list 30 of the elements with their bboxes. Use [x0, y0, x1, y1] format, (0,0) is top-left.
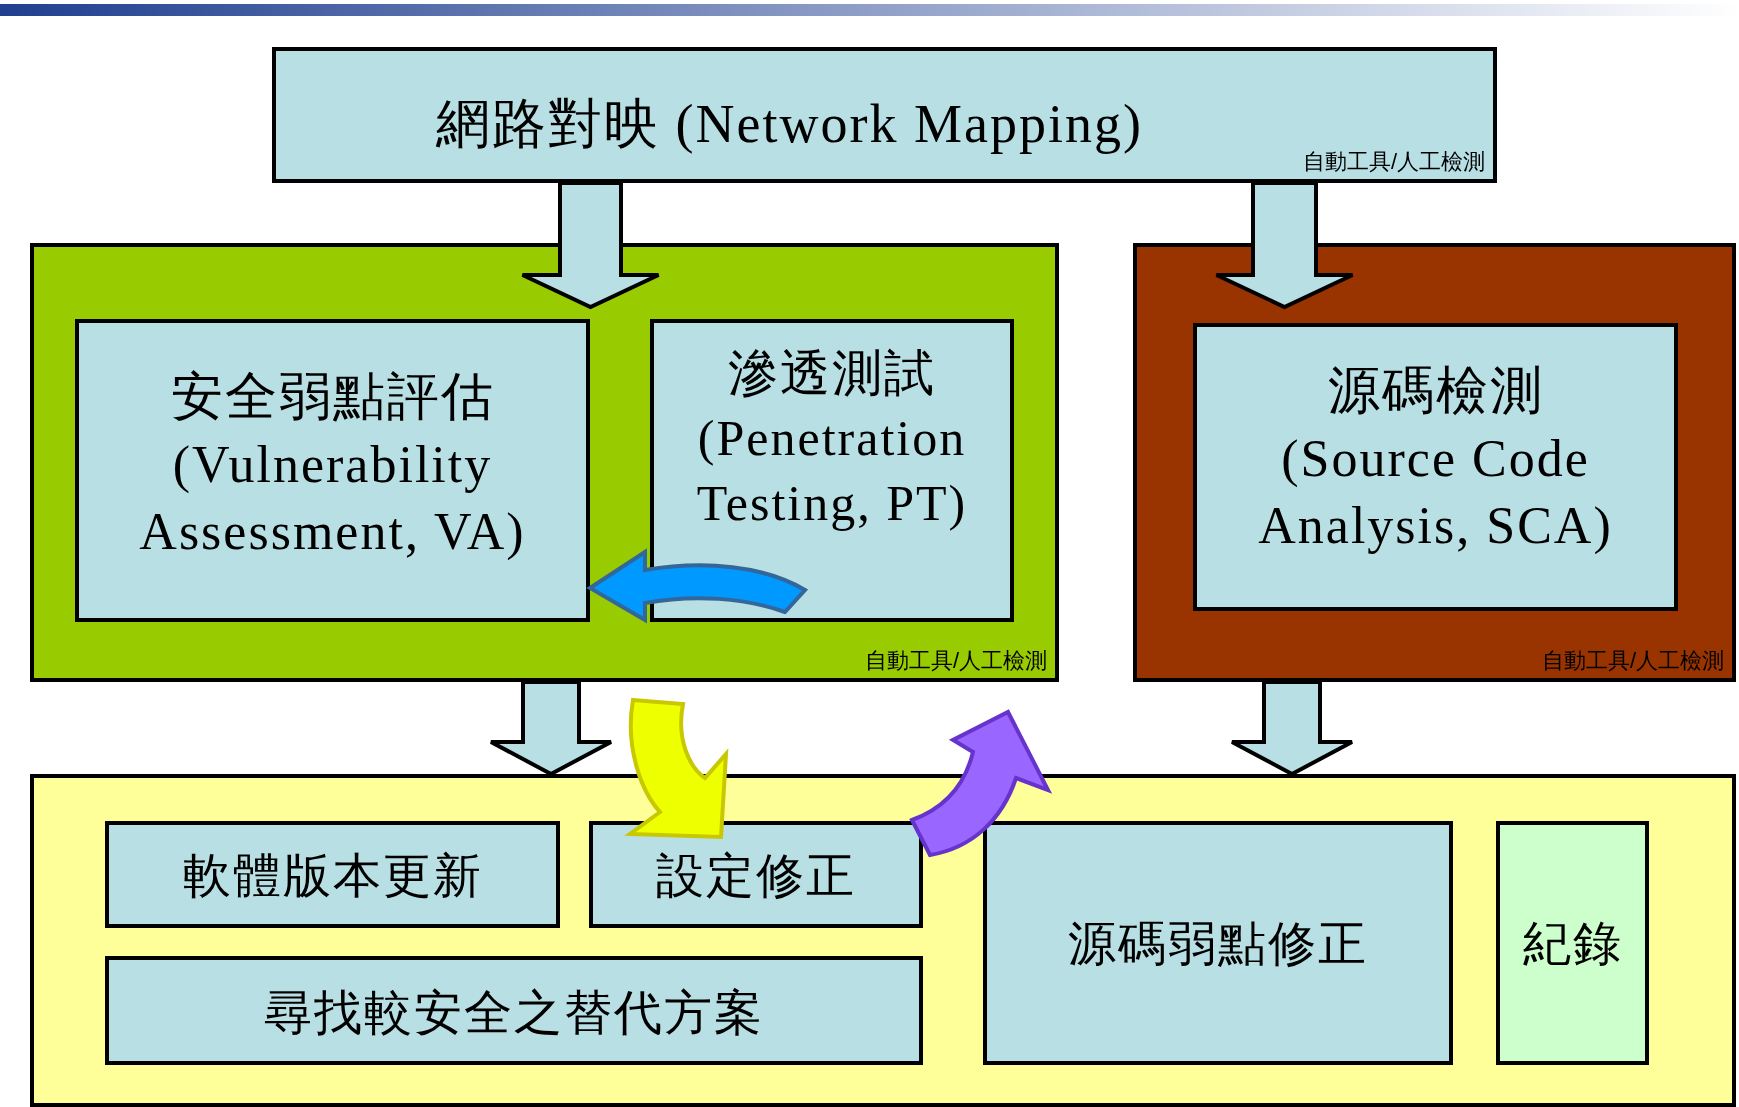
- group-panel: [30, 243, 1059, 682]
- box-label: 滲透測試 (Penetration Testing, PT): [695, 344, 969, 533]
- block-arrow: [910, 710, 1050, 857]
- box-label: 尋找較安全之替代方案: [263, 985, 765, 1041]
- block-arrow: [1214, 181, 1355, 310]
- box-label: 紀錄: [1521, 916, 1624, 972]
- block-arrow: [520, 181, 661, 310]
- block-arrow: [588, 550, 807, 622]
- process-box: [1496, 821, 1649, 1065]
- box-label: 安全弱點評估 (Vulnerability Assessment, VA): [138, 367, 527, 563]
- process-box: [589, 821, 923, 928]
- box-label: 軟體版本更新: [181, 848, 484, 904]
- box-label: 網路對映 (Network Mapping): [435, 93, 1144, 156]
- group-panel: [30, 774, 1736, 1107]
- process-box: [1193, 323, 1678, 611]
- process-box: [983, 821, 1453, 1065]
- process-box: [75, 319, 590, 622]
- block-arrow: [1230, 680, 1354, 777]
- process-box: [650, 319, 1014, 622]
- box-label: 設定修正: [655, 848, 857, 904]
- block-arrow: [489, 680, 613, 777]
- process-box: [105, 821, 560, 928]
- note-label: 自動工具/人工檢測: [1302, 148, 1485, 176]
- process-box: [105, 956, 923, 1065]
- box-label: 源碼弱點修正: [1067, 916, 1369, 972]
- note-label: 自動工具/人工檢測: [864, 647, 1047, 675]
- title-box: [272, 47, 1497, 183]
- group-panel: [1133, 243, 1736, 682]
- box-label: 源碼檢測 (Source Code Analysis, SCA): [1257, 361, 1614, 557]
- note-label: 自動工具/人工檢測: [1541, 647, 1724, 675]
